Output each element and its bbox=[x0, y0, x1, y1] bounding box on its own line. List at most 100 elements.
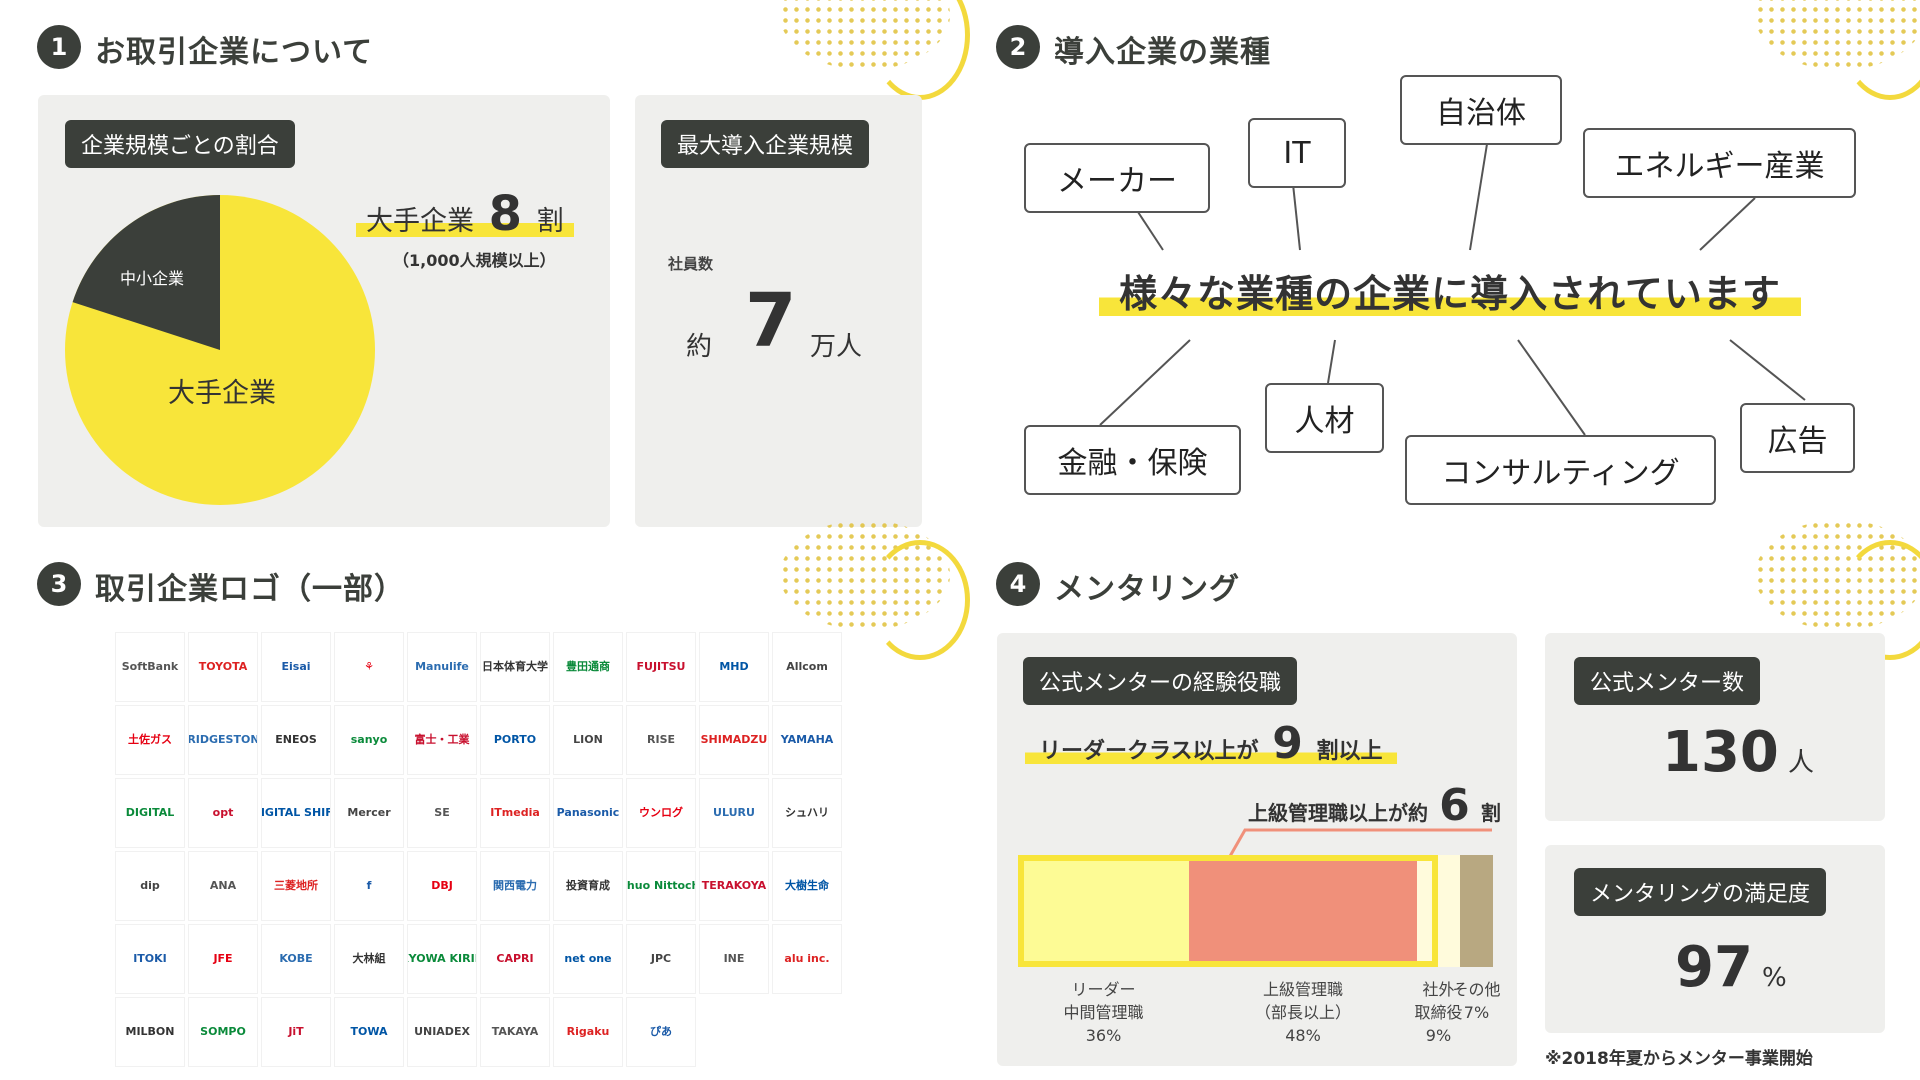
headline-subnote: （1,000人規模以上） bbox=[393, 251, 556, 270]
industry-center-message: 様々な業種の企業に導入されています bbox=[1087, 263, 1813, 318]
client-logo: RISE bbox=[626, 705, 696, 775]
client-logo: UNIADEX bbox=[407, 997, 477, 1067]
headline-unit: 割 bbox=[536, 206, 564, 237]
client-logo: INE bbox=[699, 924, 769, 994]
industry-consulting: コンサルティング bbox=[1405, 435, 1716, 505]
client-logo: 土佐ガス bbox=[115, 705, 185, 775]
client-logo: SoftBank bbox=[115, 632, 185, 702]
client-logo: 大樹生命 bbox=[772, 851, 842, 921]
industry-finance: 金融・保険 bbox=[1024, 425, 1241, 495]
client-logo: ULURU bbox=[699, 778, 769, 848]
client-logo: ⚘ bbox=[334, 632, 404, 702]
industry-hr: 人材 bbox=[1265, 383, 1384, 453]
employee-count-unit: 万人 bbox=[810, 332, 863, 362]
client-logo: Rigaku bbox=[553, 997, 623, 1067]
role-bar-highlight-frame bbox=[1018, 855, 1438, 967]
role-bar-label: 社外取締役 9% bbox=[1407, 978, 1470, 1048]
client-logo: YAMAHA bbox=[772, 705, 842, 775]
mentor-role-bar-chart bbox=[1018, 855, 1493, 967]
client-logo: MHD bbox=[699, 632, 769, 702]
satisfaction-value: 97 % bbox=[1675, 935, 1787, 1000]
client-logo: dip bbox=[115, 851, 185, 921]
satisfaction-unit: % bbox=[1762, 963, 1787, 993]
client-logo: ITmedia bbox=[480, 778, 550, 848]
client-logo: TOYOTA bbox=[188, 632, 258, 702]
industry-it: IT bbox=[1248, 118, 1346, 188]
client-logo: 豊田通商 bbox=[553, 632, 623, 702]
client-logo: JiT bbox=[261, 997, 331, 1067]
client-logo: DIGITAL bbox=[115, 778, 185, 848]
role-bar-label: その他 7% bbox=[1450, 978, 1503, 1024]
client-logo: KOBE bbox=[261, 924, 331, 994]
client-logo: ぴあ bbox=[626, 997, 696, 1067]
client-logo: Manulife bbox=[407, 632, 477, 702]
industry-advertising: 広告 bbox=[1740, 403, 1855, 473]
client-logo: TOWA bbox=[334, 997, 404, 1067]
industry-energy: エネルギー産業 bbox=[1583, 128, 1856, 198]
client-logo: Chuo Nittochi bbox=[626, 851, 696, 921]
mentor-count-number: 130 bbox=[1662, 720, 1779, 785]
max-size-label: 最大導入企業規模 bbox=[661, 120, 870, 168]
role-bar-segment bbox=[1018, 855, 1189, 967]
role-bar-segment bbox=[1460, 855, 1493, 967]
role-bar-caption: 社外 bbox=[1422, 980, 1455, 999]
client-logo: 富士・工業 bbox=[407, 705, 477, 775]
client-logo: KYOWA KIRIN bbox=[407, 924, 477, 994]
role-bar-caption: 取締役 bbox=[1414, 1003, 1463, 1023]
role-bar-caption: 中間管理職 bbox=[1063, 1003, 1144, 1023]
client-logo: PORTO bbox=[480, 705, 550, 775]
client-logo: TERAKOYA bbox=[699, 851, 769, 921]
role-bar-percent: 7% bbox=[1463, 1003, 1490, 1023]
role-bar-caption: その他 bbox=[1452, 980, 1501, 999]
approx-label: 約 bbox=[686, 332, 713, 362]
industry-local-government: 自治体 bbox=[1400, 75, 1562, 145]
leader-headline-unit: 割以上 bbox=[1316, 739, 1383, 764]
headline-number: 8 bbox=[488, 186, 522, 242]
client-logo: 大林組 bbox=[334, 924, 404, 994]
client-logo: SHIMADZU bbox=[699, 705, 769, 775]
client-logo: TAKAYA bbox=[480, 997, 550, 1067]
client-logo: ENEOS bbox=[261, 705, 331, 775]
senior-headline-label: 上級管理職以上が約 bbox=[1248, 801, 1428, 825]
client-logo: シュハリ bbox=[772, 778, 842, 848]
section-2-number: 2 bbox=[996, 25, 1040, 69]
leader-headline: リーダークラス以上が 9 割以上 bbox=[1025, 718, 1397, 769]
client-logo: Allcom bbox=[772, 632, 842, 702]
pie-sme-slice bbox=[72, 195, 220, 350]
employee-count-number: 7 bbox=[745, 278, 797, 364]
role-bar-percent: 36% bbox=[1085, 1026, 1122, 1046]
client-logo: ITOKI bbox=[115, 924, 185, 994]
client-logo: net one bbox=[553, 924, 623, 994]
senior-pointer-line bbox=[1223, 828, 1492, 866]
mentor-roles-label: 公式メンターの経験役職 bbox=[1023, 657, 1298, 705]
client-logo: sanyo bbox=[334, 705, 404, 775]
client-logo: FUJITSU bbox=[626, 632, 696, 702]
client-logo: 三菱地所 bbox=[261, 851, 331, 921]
client-logo: DBJ bbox=[407, 851, 477, 921]
mentor-note: ※2018年夏からメンター事業開始 bbox=[1545, 1049, 1813, 1069]
role-bar-label: リーダー中間管理職 36% bbox=[1008, 978, 1199, 1048]
client-logo: 日本体育大学 bbox=[480, 632, 550, 702]
section-1-number: 1 bbox=[37, 25, 81, 69]
client-logo: 関西電力 bbox=[480, 851, 550, 921]
client-logo: JPC bbox=[626, 924, 696, 994]
client-logo: SOMPO bbox=[188, 997, 258, 1067]
client-logo: Panasonic bbox=[553, 778, 623, 848]
role-bar-caption: 上級管理職 bbox=[1262, 980, 1343, 999]
role-bar-caption: （部長以上） bbox=[1254, 1003, 1351, 1023]
section-2-title: 導入企業の業種 bbox=[1054, 35, 1271, 70]
role-bar-segment bbox=[1189, 855, 1417, 967]
role-bar-segment bbox=[1417, 855, 1460, 967]
section-4-title: メンタリング bbox=[1054, 572, 1240, 607]
ring-decoration bbox=[1840, 0, 1920, 100]
client-logo: CAPRI bbox=[480, 924, 550, 994]
center-message-text: 様々な業種の企業に導入されています bbox=[1099, 272, 1801, 316]
employee-count-label: 社員数 bbox=[668, 255, 714, 273]
client-logo: DIGITAL SHIFT bbox=[261, 778, 331, 848]
industry-maker: メーカー bbox=[1024, 143, 1210, 213]
senior-headline-number: 6 bbox=[1439, 780, 1470, 831]
role-bar-caption: リーダー bbox=[1071, 980, 1136, 999]
role-bar-percent: 9% bbox=[1425, 1026, 1452, 1046]
pie-sme-label: 中小企業 bbox=[120, 269, 184, 288]
